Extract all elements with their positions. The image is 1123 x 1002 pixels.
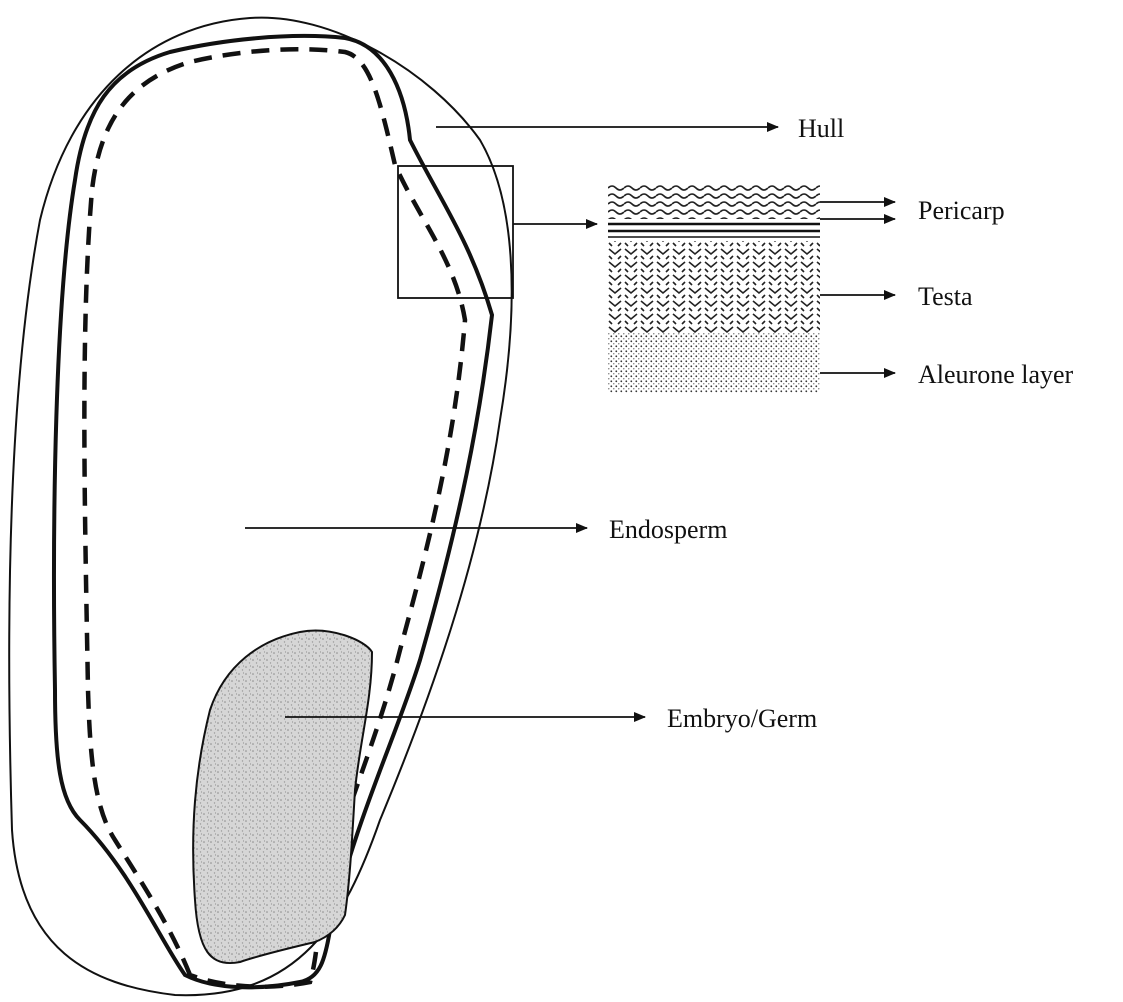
testa-label: Testa	[918, 282, 973, 311]
aleurone-label: Aleurone layer	[918, 360, 1074, 389]
testa-layer	[608, 241, 820, 333]
endosperm-label: Endosperm	[609, 515, 727, 544]
embryo-label: Embryo/Germ	[667, 704, 817, 733]
aleurone-dotted-layer	[608, 333, 820, 393]
hull-label: Hull	[798, 114, 844, 143]
pericarp-wavy-layer	[608, 184, 820, 219]
layer-detail-panel	[608, 184, 820, 393]
embryo-shape	[193, 631, 372, 964]
pericarp-label: Pericarp	[918, 196, 1005, 225]
